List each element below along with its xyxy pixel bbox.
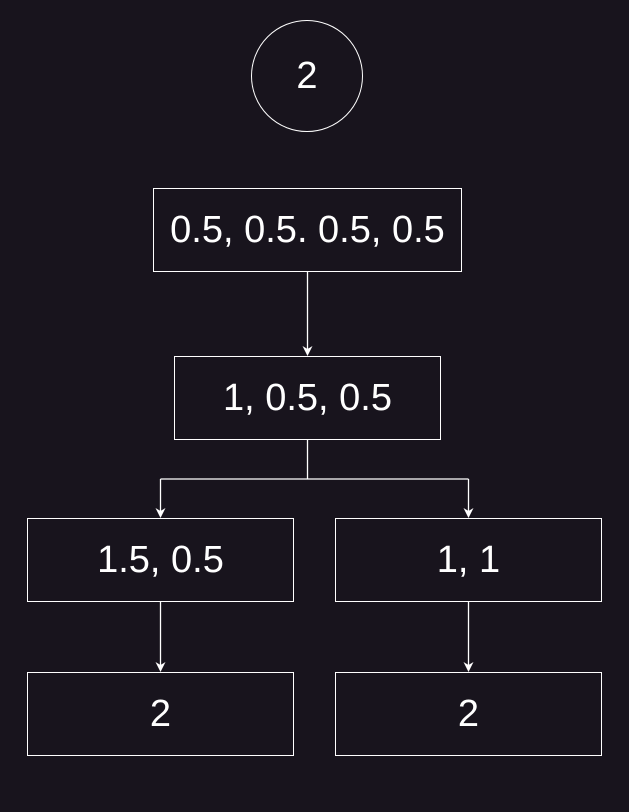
node-left4-label: 2 bbox=[149, 692, 172, 735]
node-left4-box: 2 bbox=[27, 672, 294, 756]
node-root-circle: 2 bbox=[251, 20, 363, 132]
node-level1-box: 0.5, 0.5. 0.5, 0.5 bbox=[153, 188, 462, 272]
node-root-label: 2 bbox=[296, 54, 318, 97]
node-right4-label: 2 bbox=[457, 692, 480, 735]
node-right3-box: 1, 1 bbox=[335, 518, 602, 602]
node-left3-label: 1.5, 0.5 bbox=[97, 538, 224, 581]
node-level2-label: 1, 0.5, 0.5 bbox=[222, 376, 392, 419]
node-right4-box: 2 bbox=[335, 672, 602, 756]
node-level2-box: 1, 0.5, 0.5 bbox=[174, 356, 441, 440]
node-left3-box: 1.5, 0.5 bbox=[27, 518, 294, 602]
node-level1-label: 0.5, 0.5. 0.5, 0.5 bbox=[170, 208, 445, 251]
node-right3-label: 1, 1 bbox=[436, 538, 501, 581]
